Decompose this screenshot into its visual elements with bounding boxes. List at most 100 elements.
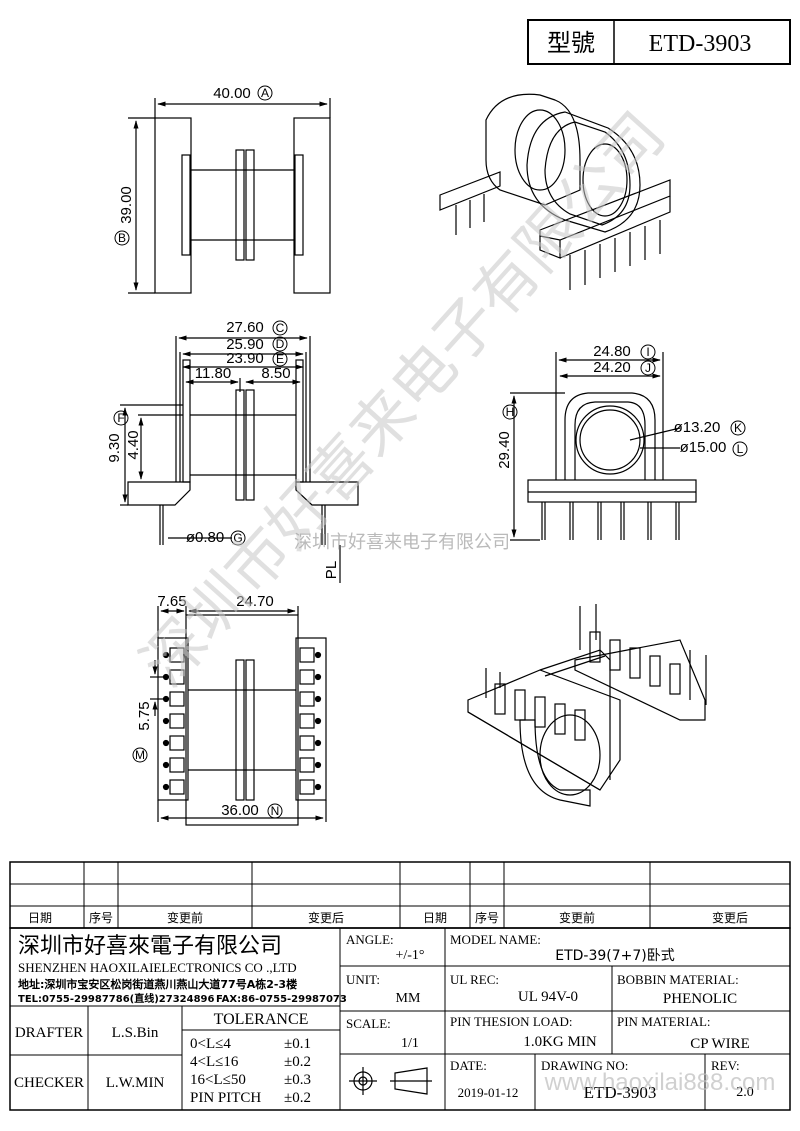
svg-text:G: G [233, 531, 242, 545]
rev-value: 2.0 [736, 1085, 754, 1100]
tolerance-rows: 0<L≤4 ±0.1 4<L≤16 ±0.2 16<L≤50 ±0.3 PIN … [190, 1036, 311, 1106]
tol-value-2: ±0.2 [284, 1054, 311, 1070]
projection-symbol [349, 1067, 432, 1095]
dim-side-pl: PL [323, 561, 340, 579]
dim-side-w1: 27.60 [226, 319, 264, 336]
drafter-label: DRAFTER [15, 1025, 83, 1041]
tol-value-1: ±0.1 [284, 1036, 311, 1052]
dim-bottom-offset: 7.65 [157, 593, 186, 610]
watermark-line: 深圳市好喜来电子有限公司 [294, 532, 510, 553]
dim-end-w2: 24.20 [593, 359, 631, 376]
tol-range-2: 4<L≤16 [190, 1054, 239, 1070]
pin-material-label: PIN MATERIAL: [617, 1014, 711, 1029]
ref-e-badge: E [272, 351, 288, 367]
svg-text:L: L [737, 442, 744, 456]
svg-text:I: I [646, 345, 649, 359]
model-header-value: ETD-3903 [649, 31, 752, 57]
dim-bottom-inner: 24.70 [236, 593, 274, 610]
ref-j-badge: J [640, 360, 656, 376]
unit-label: UNIT: [346, 972, 380, 987]
ref-m-badge: M [132, 747, 148, 763]
ref-b-badge: B [114, 230, 130, 246]
scale-value: 1/1 [401, 1036, 419, 1051]
rev-label: REV: [711, 1058, 740, 1073]
svg-text:J: J [645, 361, 651, 375]
model-name-value: ETD-39(7+7)卧式 [555, 948, 675, 964]
dim-top-height: 39.00 [118, 186, 135, 224]
svg-text:F: F [117, 411, 124, 425]
dim-top-width: 40.00 [213, 85, 251, 102]
company-tel: TEL:0755-29987786(直线)27324896 [18, 992, 215, 1005]
tol-range-4: PIN PITCH [190, 1090, 261, 1106]
model-name-label: MODEL NAME: [450, 932, 541, 947]
dim-side-h-total: 9.30 [106, 433, 123, 462]
rev-col-no-1: 序号 [89, 910, 113, 925]
side-view [120, 335, 359, 583]
title-block-grid [9, 927, 791, 1111]
svg-text:D: D [276, 337, 285, 351]
company-address: 地址:深圳市宝安区松岗街道燕川燕山大道77号A栋2-3楼 [18, 977, 297, 991]
tol-range-1: 0<L≤4 [190, 1036, 231, 1052]
model-header-label: 型號 [547, 29, 595, 57]
pin-material-value: CP WIRE [690, 1036, 750, 1052]
pin-load-label: PIN THESION LOAD: [450, 1014, 573, 1029]
ref-a-badge: A [257, 85, 273, 101]
drafter-value: L.S.Bin [112, 1025, 159, 1041]
ref-h-badge: H [502, 404, 518, 420]
tolerance-title: TOLERANCE [214, 1011, 309, 1028]
dim-end-h: 29.40 [496, 431, 513, 469]
ref-i-badge: I [640, 344, 656, 360]
svg-text:E: E [276, 352, 284, 366]
checker-label: CHECKER [14, 1075, 84, 1091]
svg-text:H: H [506, 405, 515, 419]
dim-end-d1: ø13.20 [674, 419, 721, 436]
revision-table [9, 861, 791, 929]
dim-end-w1: 24.80 [593, 343, 631, 360]
company-fax: FAX:86-0755-29987073 [216, 994, 347, 1005]
end-view [510, 352, 697, 541]
ref-d-badge: D [272, 336, 288, 352]
ref-k-badge: K [730, 420, 746, 436]
date-value: 2019-01-12 [458, 1085, 519, 1100]
dim-side-left-half: 11.80 [195, 365, 231, 382]
isometric-view-bottom [467, 604, 707, 807]
tol-range-3: 16<L≤50 [190, 1072, 246, 1088]
dim-side-w3: 23.90 [226, 350, 264, 367]
drawing-no-label: DRAWING NO: [541, 1058, 628, 1073]
isometric-view-top [439, 93, 671, 290]
rev-col-date-1: 日期 [28, 911, 52, 925]
rev-col-before-2: 变更前 [559, 910, 595, 925]
ref-g-badge: G [230, 530, 246, 546]
drawing-no-value: ETD-3903 [584, 1083, 657, 1102]
top-view [128, 98, 331, 294]
rev-col-after-1: 变更后 [308, 910, 344, 925]
angle-label: ANGLE: [346, 932, 394, 947]
svg-text:M: M [135, 748, 145, 762]
tol-value-3: ±0.3 [284, 1072, 311, 1088]
company-name-en: SHENZHEN HAOXILAIELECTRONICS CO .,LTD [18, 960, 297, 975]
ref-l-badge: L [732, 441, 748, 457]
date-label: DATE: [450, 1058, 487, 1073]
dim-end-d2: ø15.00 [680, 439, 727, 456]
revision-header-row: 日期 序号 变更前 变更后 日期 序号 变更前 变更后 [28, 910, 748, 925]
bottom-view [150, 606, 327, 826]
pin-load-value: 1.0KG MIN [523, 1034, 596, 1050]
ref-n-badge: N [267, 803, 283, 819]
checker-value: L.W.MIN [106, 1075, 165, 1091]
ref-f-badge: F [113, 410, 129, 426]
dim-side-right-half: 8.50 [261, 365, 290, 382]
svg-text:A: A [261, 86, 269, 100]
svg-text:N: N [271, 804, 280, 818]
svg-text:C: C [276, 321, 285, 335]
model-header-box: 型號 ETD-3903 [527, 19, 791, 65]
svg-text:K: K [734, 421, 742, 435]
rev-col-no-2: 序号 [475, 910, 499, 925]
rev-col-date-2: 日期 [423, 911, 447, 925]
dim-side-pin-dia: ø0.80 [186, 529, 224, 546]
svg-text:B: B [118, 231, 126, 245]
unit-value: MM [396, 991, 421, 1006]
rev-col-after-2: 变更后 [712, 910, 748, 925]
scale-label: SCALE: [346, 1016, 391, 1031]
ul-rec-label: UL REC: [450, 972, 499, 987]
